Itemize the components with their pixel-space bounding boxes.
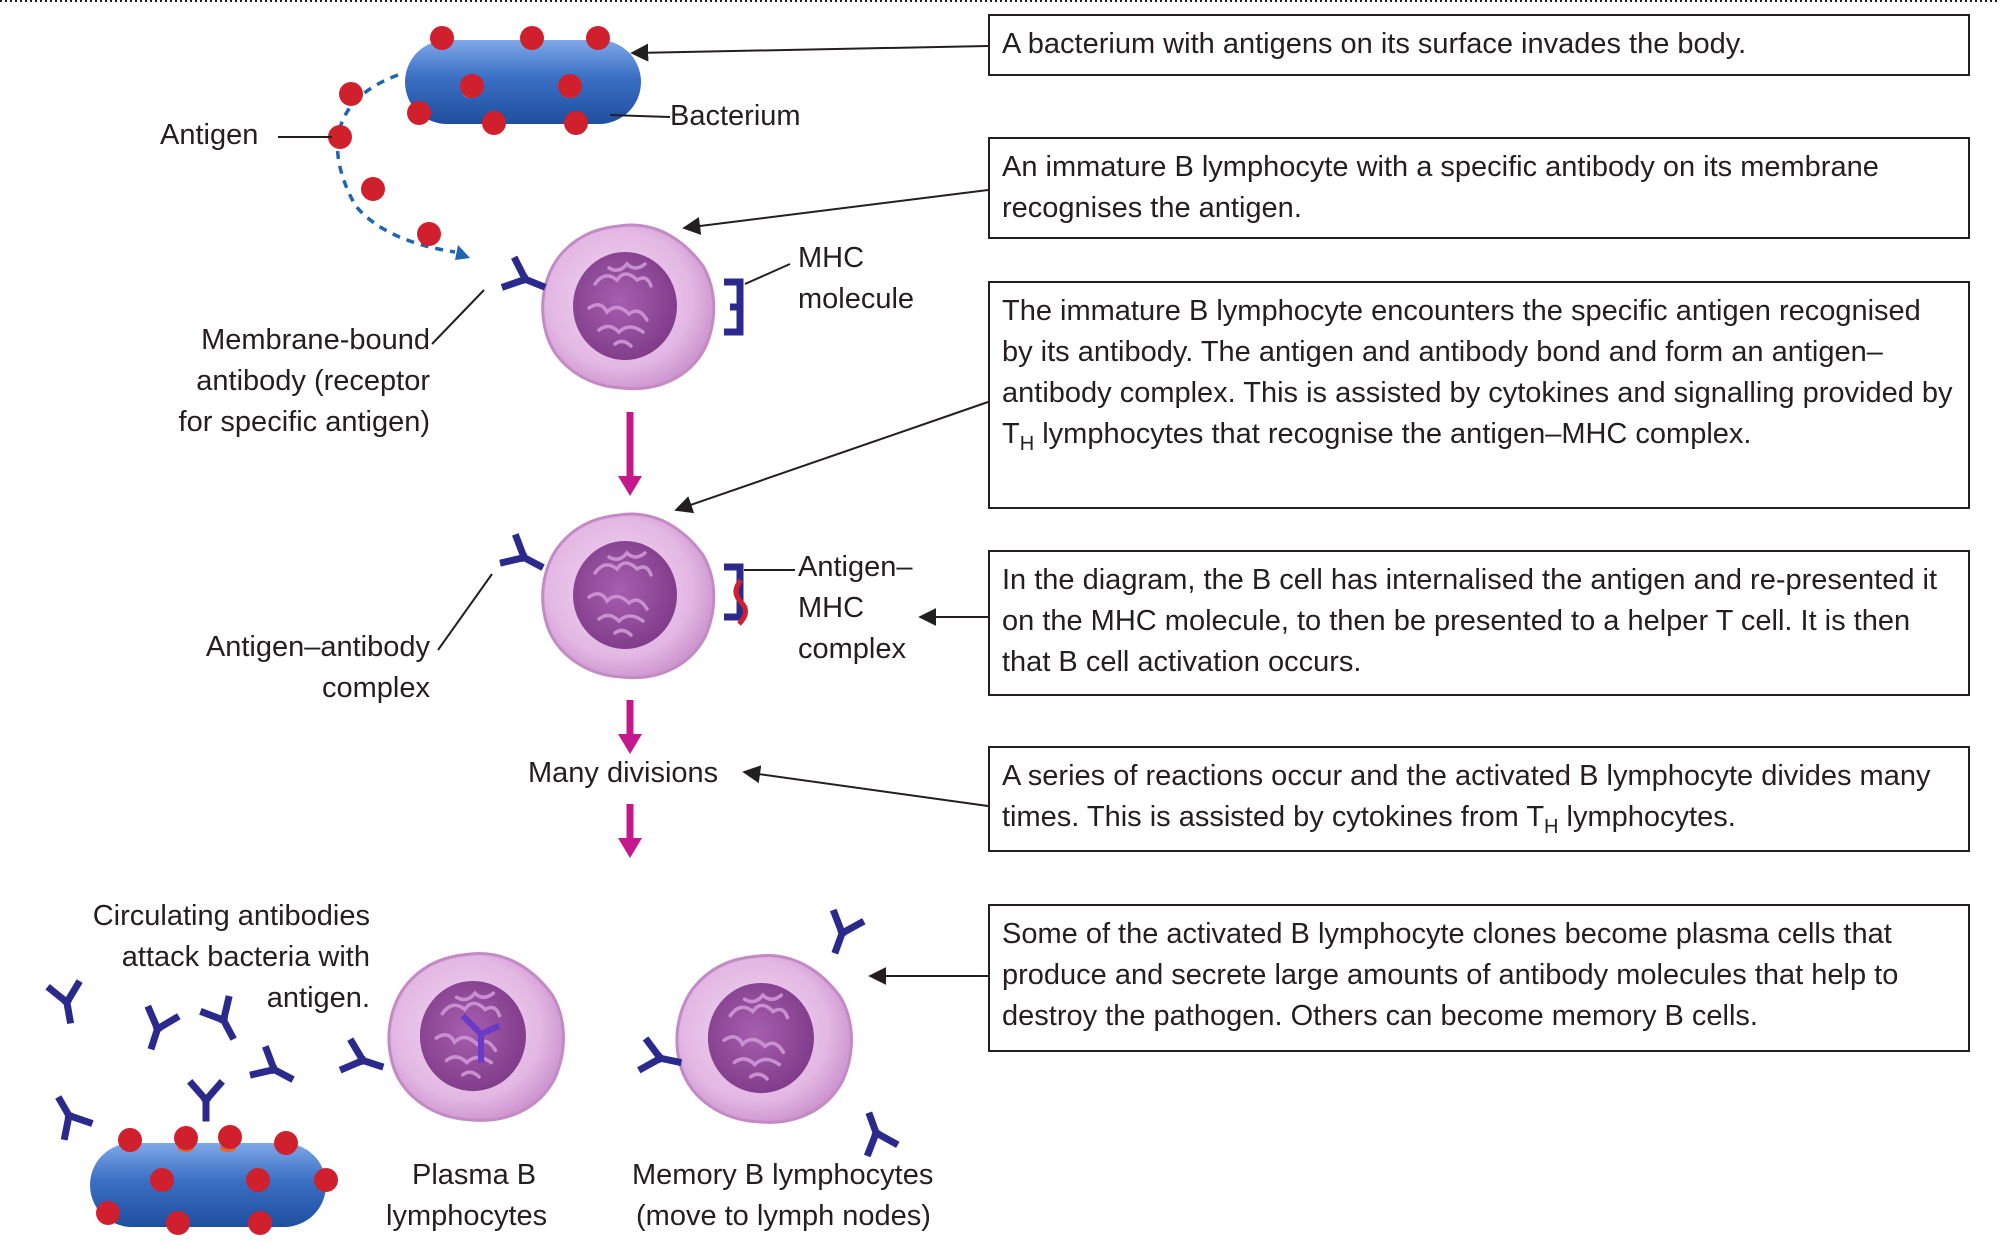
step-box-3-text: The immature B lymphocyte encounters the… — [1002, 295, 1953, 455]
b-cell-complex — [540, 512, 716, 680]
label-mhc-line1: MHC — [798, 242, 865, 274]
down-arrow-3 — [618, 804, 642, 858]
membrane-antibody — [505, 260, 547, 299]
step-box-2: An immature B lymphocyte with a specific… — [988, 137, 1970, 239]
bacterium-top — [405, 26, 641, 135]
step-box-5: A series of reactions occur and the acti… — [988, 746, 1970, 852]
step-box-5-text: A series of reactions occur and the acti… — [1002, 760, 1931, 838]
step-box-4: In the diagram, the B cell has internali… — [988, 550, 1970, 696]
label-circulating-line2: attack bacteria with — [121, 941, 370, 973]
step-box-6-text: Some of the activated B lymphocyte clone… — [1002, 918, 1899, 1032]
label-membrane-line2: antibody (receptor — [196, 365, 430, 397]
down-arrow-2 — [618, 700, 642, 754]
memory-b-cell — [675, 953, 854, 1125]
label-antigen-mhc-line3: complex — [798, 633, 906, 665]
label-plasma-line2: lymphocytes — [386, 1200, 548, 1232]
antigen-dots — [407, 26, 610, 135]
label-mhc-line2: molecule — [798, 283, 915, 315]
step-box-4-text: In the diagram, the B cell has internali… — [1002, 564, 1938, 678]
label-antigen-antibody-line2: complex — [322, 672, 430, 704]
label-membrane-line3: for specific antigen) — [178, 406, 430, 438]
step-box-1-text: A bacterium with antigens on its surface… — [1002, 28, 1747, 60]
label-many-divisions: Many divisions — [528, 757, 719, 789]
label-plasma-line1: Plasma B — [412, 1159, 537, 1191]
label-memory-line1: Memory B lymphocytes — [632, 1159, 934, 1191]
plasma-b-cell — [387, 951, 566, 1123]
down-arrow-1 — [618, 412, 642, 496]
immature-b-cell — [540, 223, 716, 391]
bacterium-bottom — [90, 1125, 338, 1235]
step-box-6: Some of the activated B lymphocyte clone… — [988, 904, 1970, 1052]
label-circulating-line3: antigen. — [266, 982, 370, 1014]
label-memory-line2: (move to lymph nodes) — [636, 1200, 931, 1232]
label-circulating-line1: Circulating antibodies — [92, 900, 370, 932]
antigen-antibody-complex — [503, 538, 546, 579]
label-antigen-antibody-line1: Antigen–antibody — [205, 631, 430, 663]
label-membrane-line1: Membrane-bound — [201, 324, 430, 356]
antigen-dotted-path — [328, 73, 470, 260]
step-box-3: The immature B lymphocyte encounters the… — [988, 281, 1970, 509]
step-box-2-text: An immature B lymphocyte with a specific… — [1002, 151, 1879, 224]
step-box-1: A bacterium with antigens on its surface… — [988, 14, 1970, 76]
mhc-molecule — [724, 278, 744, 336]
antigen-mhc-complex — [724, 563, 744, 621]
label-antigen: Antigen — [160, 119, 259, 151]
label-antigen-mhc-line1: Antigen– — [798, 551, 913, 583]
label-bacterium: Bacterium — [670, 100, 801, 132]
label-antigen-mhc-line2: MHC — [798, 592, 865, 624]
